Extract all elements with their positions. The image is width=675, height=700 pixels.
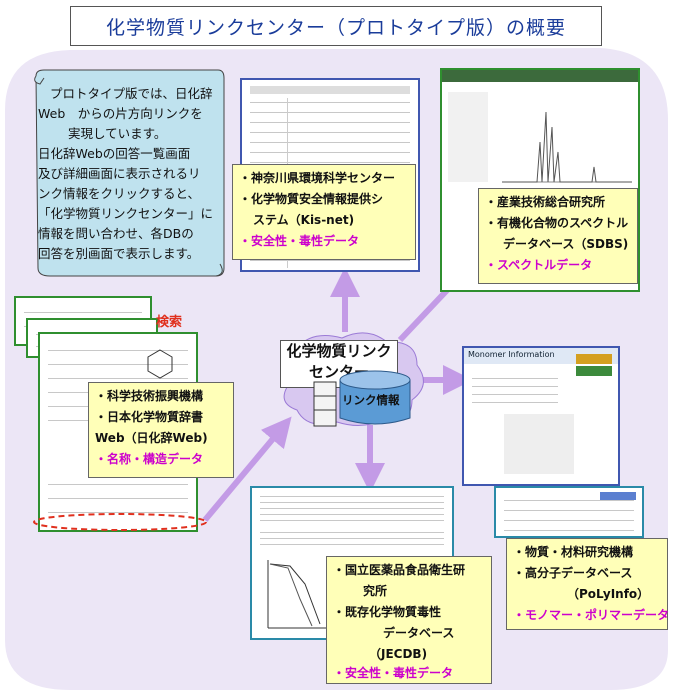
jst-line2: ・日本化学物質辞書 xyxy=(95,410,204,424)
nims-line3: （PoLyInfo） xyxy=(567,587,650,601)
nihs-line1: ・国立医薬品食品衛生研 xyxy=(333,563,466,577)
nihs-info-box: ・国立医薬品食品衛生研 究所 ・既存化学物質毒性 データベース （JECDB) … xyxy=(326,556,492,684)
nihs-line5: （JECDB) xyxy=(369,647,428,661)
aist-category: ・スペクトルデータ xyxy=(485,258,593,272)
monomer-screenshot: Monomer Information xyxy=(462,346,620,486)
aist-info-box: ・産業技術総合研究所 ・有機化合物のスペクトル データベース（SDBS) ・スペ… xyxy=(478,188,638,284)
kanagawa-category: ・安全性・毒性データ xyxy=(239,234,360,248)
kanagawa-line3: ステム（Kis-net) xyxy=(253,213,355,227)
nihs-line2: 究所 xyxy=(363,584,388,598)
page-title: 化学物質リンクセンター（プロトタイプ版）の概要 xyxy=(70,6,602,46)
search-label: 検索 xyxy=(156,315,183,330)
jst-category: ・名称・構造データ xyxy=(95,452,204,466)
polymer-table-screenshot xyxy=(494,486,644,538)
aist-line3: データベース（SDBS) xyxy=(503,237,629,251)
intro-text: プロトタイプ版では、日化辞 Web からの片方向リンクを 実現しています。 日化… xyxy=(38,84,214,264)
nims-line1: ・物質・材料研究機構 xyxy=(513,545,634,559)
database-icon xyxy=(339,370,411,425)
intro-line: 「化学物質リンクセンター」に xyxy=(38,206,214,221)
toxicity-chart xyxy=(267,560,336,629)
intro-line: 及び詳細画面に表示されるリ xyxy=(38,166,201,181)
intro-line: プロトタイプ版では、日化辞 xyxy=(50,86,213,101)
structure-image xyxy=(147,349,173,379)
db-label: リンク情報 xyxy=(342,393,400,407)
nihs-line3: ・既存化学物質毒性 xyxy=(333,605,442,619)
kanagawa-line2: ・化学物質安全情報提供シ xyxy=(239,192,384,206)
intro-scroll xyxy=(34,69,225,277)
jst-info-box: ・科学技術振興機構 ・日本化学物質辞書 Web（日化辞Web) ・名称・構造デー… xyxy=(88,382,234,478)
intro-line: ンク情報をクリックすると、 xyxy=(38,186,201,201)
nims-category: ・モノマー・ポリマーデータ xyxy=(513,608,670,622)
jst-line1: ・科学技術振興機構 xyxy=(95,389,204,403)
nims-info-box: ・物質・材料研究機構 ・高分子データベース （PoLyInfo） ・モノマー・ポ… xyxy=(506,538,670,630)
intro-line: 日化辞Webの回答一覧画面 xyxy=(38,146,191,161)
nihs-category: ・安全性・毒性データ xyxy=(333,666,454,680)
intro-line: 実現しています。 xyxy=(68,126,167,141)
center-label-line1: 化学物質リンク xyxy=(286,342,392,360)
intro-line: Web からの片方向リンクを xyxy=(38,106,203,121)
nihs-line4: データベース xyxy=(383,626,455,640)
aist-line1: ・産業技術総合研究所 xyxy=(485,195,606,209)
server-icon xyxy=(313,381,337,427)
link-info-highlight xyxy=(33,513,207,531)
intro-line: 情報を問い合わせ、各DBの xyxy=(38,226,194,241)
jst-line3: Web（日化辞Web) xyxy=(95,431,208,445)
spectrum-chart xyxy=(502,111,632,183)
nims-line2: ・高分子データベース xyxy=(513,566,633,580)
monomer-title: Monomer Information xyxy=(468,350,555,359)
intro-line: 回答を別画面で表示します。 xyxy=(38,246,200,261)
kanagawa-info-box: ・神奈川県環境科学センター ・化学物質安全情報提供シ ステム（Kis-net) … xyxy=(232,164,416,260)
aist-line2: ・有機化合物のスペクトル xyxy=(485,216,629,230)
kanagawa-line1: ・神奈川県環境科学センター xyxy=(239,171,396,185)
arrow-from-jst xyxy=(202,416,292,522)
